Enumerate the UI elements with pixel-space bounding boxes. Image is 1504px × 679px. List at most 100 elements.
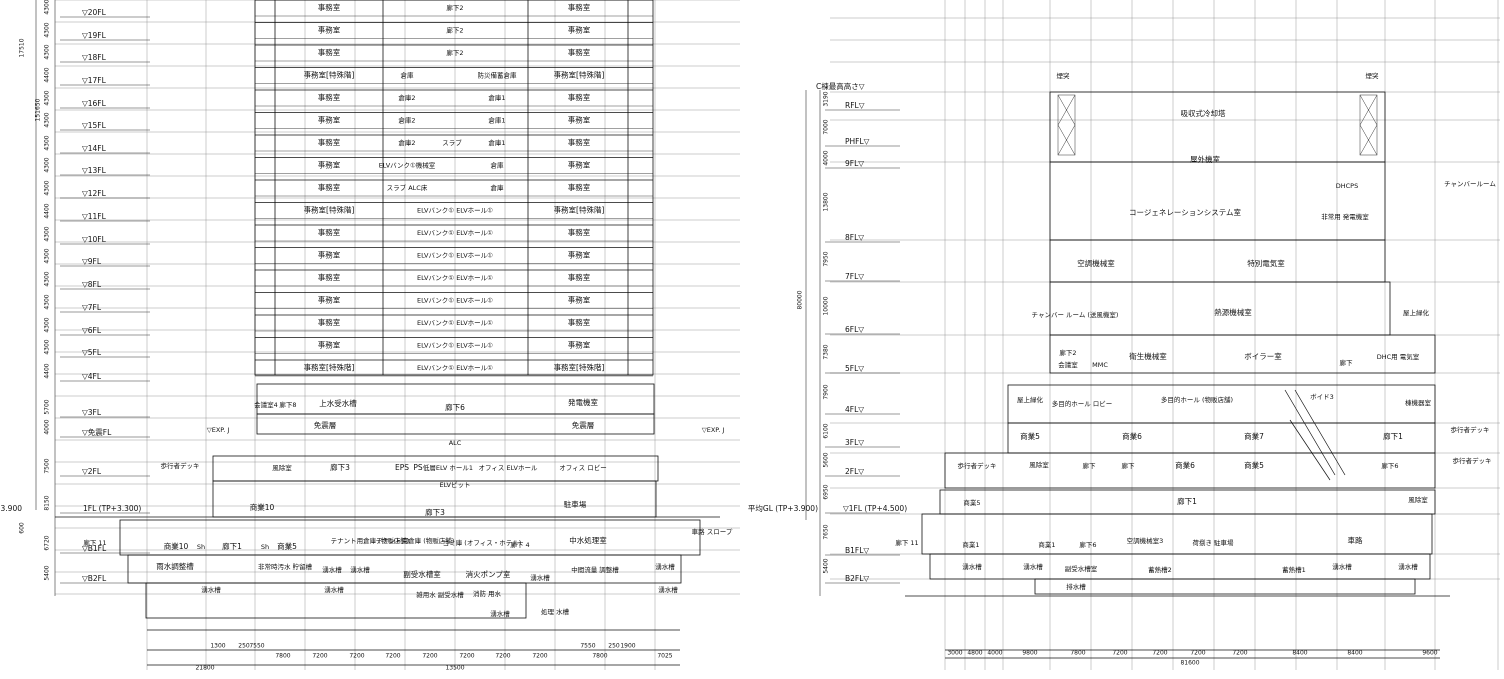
- bottom-dimension: 7200: [459, 653, 474, 660]
- room-office-left: 事務室: [318, 25, 341, 35]
- floor-label: ▽3FL: [82, 408, 102, 417]
- floor-height: 4000: [44, 419, 51, 434]
- floor-label: ▽12FL: [82, 189, 107, 198]
- escalator: [1284, 389, 1346, 481]
- room-corridor6: 廊下6: [445, 402, 465, 412]
- room-core: 廊下2: [446, 48, 463, 57]
- room-garbage: ゴミ庫 (オフィス・ホテル): [443, 538, 522, 547]
- bottom-dimension: 9600: [1422, 650, 1437, 657]
- room-office-right: 事務室: [568, 92, 591, 102]
- floor-label: ▽6FL: [82, 326, 102, 335]
- floor-height: 4300: [44, 0, 51, 15]
- floor-label: ▽20FL: [82, 8, 107, 17]
- room-parking: 駐車場: [564, 499, 587, 509]
- floor-label: 3FL▽: [845, 438, 864, 447]
- bottom-dimension: 7200: [349, 653, 364, 660]
- room-office-left: 事務室[特殊階]: [304, 205, 355, 215]
- floor-label: ▽9FL: [82, 257, 102, 266]
- room-office-right: 事務室[特殊階]: [554, 205, 605, 215]
- bottom-dimension: 1900: [620, 643, 635, 650]
- floor-height: 4300: [44, 90, 51, 105]
- room-ac-machine: 空調機械室: [1077, 258, 1115, 268]
- room-office-right: 事務室: [568, 47, 591, 57]
- room-core-left: 倉庫2: [398, 93, 415, 102]
- floor-height: 4000: [823, 150, 830, 165]
- room-gray-water: 中水処理室: [569, 535, 607, 545]
- floor-height: 7900: [823, 384, 830, 399]
- room-core: ELVバンク① ELVホール①: [417, 252, 493, 260]
- floor-height: 6950: [823, 484, 830, 499]
- room-shop5r: 商業5: [1020, 431, 1040, 441]
- room-shop5c: 商業5: [963, 498, 980, 507]
- floor-height: 7000: [823, 119, 830, 134]
- left-tower: [254, 0, 654, 376]
- room-core: ELVバンク① ELVホール①: [417, 319, 493, 327]
- floor-label: ▽10FL: [82, 235, 107, 244]
- floor-label: ▽B2FL: [82, 574, 107, 583]
- floor-height: 4300: [44, 294, 51, 309]
- room-spring-r1: 湧水槽: [962, 562, 982, 571]
- left-floor-labels: ▽20FL4300▽19FL4300▽18FL4300▽17FL4400▽16F…: [44, 0, 150, 584]
- room-office-right: 事務室: [568, 250, 591, 260]
- room-void: ボイド3: [1310, 393, 1334, 401]
- label-pedestrian: 歩行者デッキ: [161, 461, 200, 470]
- floor-height: 6720: [44, 535, 51, 550]
- room-heat-machine: 熱源機械室: [1214, 307, 1252, 317]
- floor-label: 1FL (TP+3.300): [83, 504, 141, 513]
- floor-height: 4300: [44, 135, 51, 150]
- room-corridor8: 廊下8: [279, 400, 296, 409]
- room-office-right: 事務室: [568, 295, 591, 305]
- right-building: [905, 91, 1450, 659]
- bottom-dimension: 7550: [580, 643, 595, 650]
- bottom-dimension: 7200: [1152, 650, 1167, 657]
- label-exp-j-left: ▽EXP. J: [207, 426, 230, 434]
- floor-height: 6100: [823, 423, 830, 438]
- floor-label: 8FL▽: [845, 233, 864, 242]
- room-fire-pump: 消火ポンプ室: [466, 569, 511, 579]
- room-ped-deck-l: 歩行者デッキ: [958, 461, 997, 470]
- room-shop5b: 商業5: [1244, 460, 1264, 470]
- floor-label: 4FL▽: [845, 405, 864, 414]
- room-spring3: 湧水槽: [530, 573, 550, 582]
- floor-height: 4400: [44, 67, 51, 82]
- room-spring1: 湧水槽: [322, 565, 342, 574]
- room-chamber2: チャンバー ルーム (送風機室): [1032, 310, 1119, 319]
- room-shop7r: 商業7: [1244, 431, 1264, 441]
- cooling-tower-hatch: [1057, 94, 1378, 156]
- room-spring4: 湧水槽: [655, 562, 675, 571]
- room-office-left: 事務室: [318, 317, 341, 327]
- room-spring8: 湧水槽: [658, 585, 678, 594]
- bottom-dimension: 7200: [422, 653, 437, 660]
- room-bldg: 棟機器室: [1405, 398, 1432, 407]
- floor-height: 7650: [823, 524, 830, 539]
- floor-label: ▽18FL: [82, 53, 107, 62]
- room-core: ELVバンク① ELVホール①: [417, 207, 493, 215]
- room-car-road: 車路: [1348, 535, 1364, 545]
- floor-label: RFL▽: [845, 101, 865, 110]
- floor-label: 6FL▽: [845, 325, 864, 334]
- bottom-dimension: 9800: [1022, 650, 1037, 657]
- bottom-dimension: 4000: [987, 650, 1002, 657]
- room-cooling: 吸収式冷却塔: [1181, 108, 1226, 118]
- room-low-elv: 低層ELV ホール1: [423, 463, 473, 472]
- floor-label: ▽16FL: [82, 99, 107, 108]
- left-dimension-column: [35, 0, 56, 596]
- room-ped-deck-r2: 歩行者デッキ: [1453, 456, 1492, 465]
- bottom-dimension: 8400: [1292, 650, 1307, 657]
- room-office-right: 事務室: [568, 272, 591, 282]
- floor-height: 4300: [44, 248, 51, 263]
- bottom-dimension: 250: [238, 643, 250, 650]
- floor-height: 7500: [44, 458, 51, 473]
- label-ramp: 車路 スロープ: [692, 527, 733, 536]
- floor-height: 4300: [44, 271, 51, 286]
- room-core: 廊下2: [446, 3, 463, 12]
- floor-label: ▽13FL: [82, 166, 107, 175]
- floor-height: 4300: [44, 180, 51, 195]
- floor-label: ▽4FL: [82, 372, 102, 381]
- room-rain: 雨水調整槽: [156, 561, 194, 571]
- bottom-dimension: 1300: [210, 643, 225, 650]
- bottom-dimension: 4800: [967, 650, 982, 657]
